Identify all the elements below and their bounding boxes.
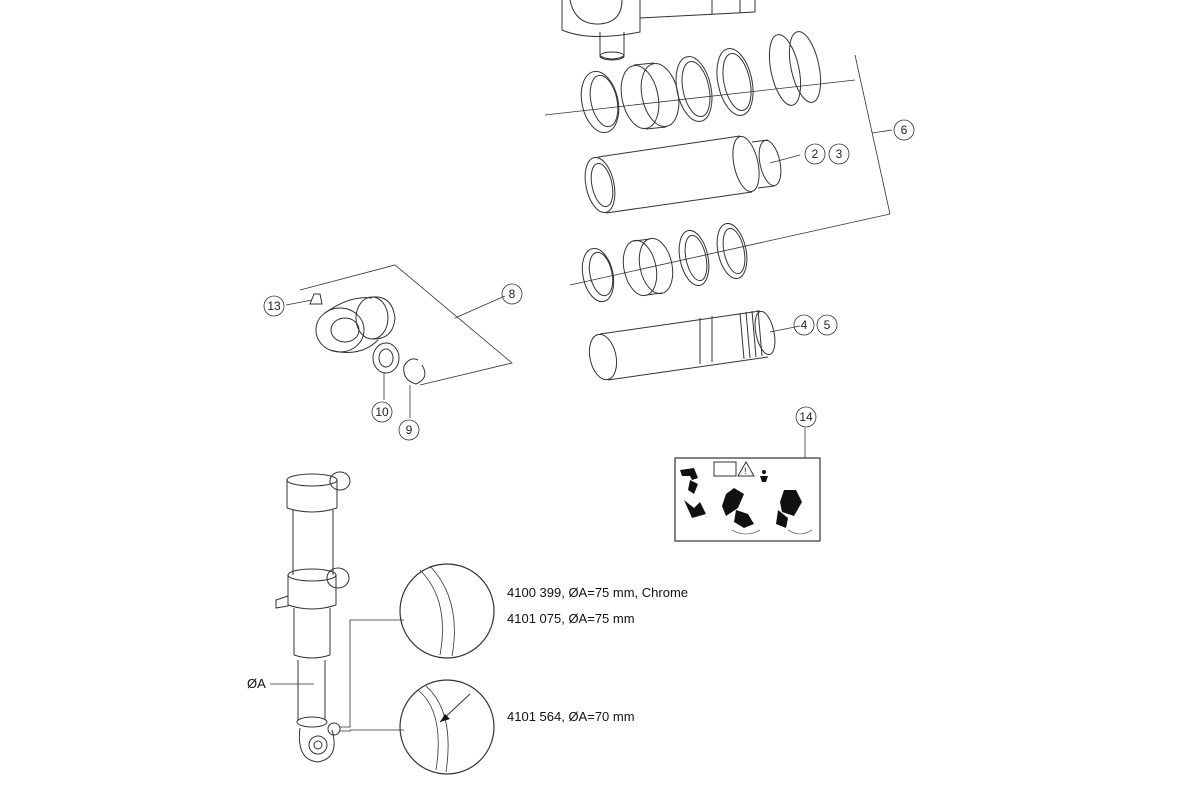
seal-ring-lower-2 [678, 229, 710, 287]
callout-6: 6 [901, 123, 908, 137]
seal-ring-upper-2 [675, 56, 713, 122]
variant-label-70mm: 4101 564, ØA=70 mm [507, 709, 635, 724]
callout-2: 2 [812, 147, 819, 161]
callout-13: 13 [267, 299, 281, 313]
cylinder-head-assembly [285, 264, 513, 386]
piston-tube-upper [584, 135, 801, 214]
callout-9: 9 [406, 423, 413, 437]
callout-4: 4 [801, 318, 808, 332]
warning-decal: ! [674, 428, 821, 542]
callout-10: 10 [375, 405, 389, 419]
detail-circle-lower [399, 679, 495, 775]
piston-rod-lower [588, 309, 801, 381]
guide-bushing-lower [622, 237, 674, 297]
diameter-label: ØA [247, 676, 266, 691]
group-bracket-6 [854, 54, 891, 215]
detail-leaders [340, 619, 404, 732]
assembly-axis-upper [544, 79, 856, 116]
guide-bushing-upper [620, 62, 680, 130]
circlip [403, 358, 426, 418]
seal-ring-upper-3 [716, 48, 754, 116]
variant-label-75mm: 4101 075, ØA=75 mm [507, 611, 635, 626]
bearing-ring [372, 342, 400, 400]
assembly-axis-lower [569, 213, 891, 286]
callout-3: 3 [836, 147, 843, 161]
detail-circle-upper [399, 563, 495, 659]
callout-5: 5 [824, 318, 831, 332]
seal-ring-upper-1 [580, 70, 620, 134]
svg-text:!: ! [744, 466, 747, 476]
seal-ring-lower-1 [581, 247, 615, 303]
cylinder-housing-top [561, 0, 756, 61]
callout-8: 8 [509, 287, 516, 301]
callout-14: 14 [799, 410, 813, 424]
callout-circles [263, 119, 915, 441]
seal-ring-lower-3 [716, 222, 748, 280]
variant-label-chrome: 4100 399, ØA=75 mm, Chrome [507, 585, 689, 600]
assembled-cylinder [275, 471, 351, 763]
o-ring-pair-upper [768, 31, 822, 106]
